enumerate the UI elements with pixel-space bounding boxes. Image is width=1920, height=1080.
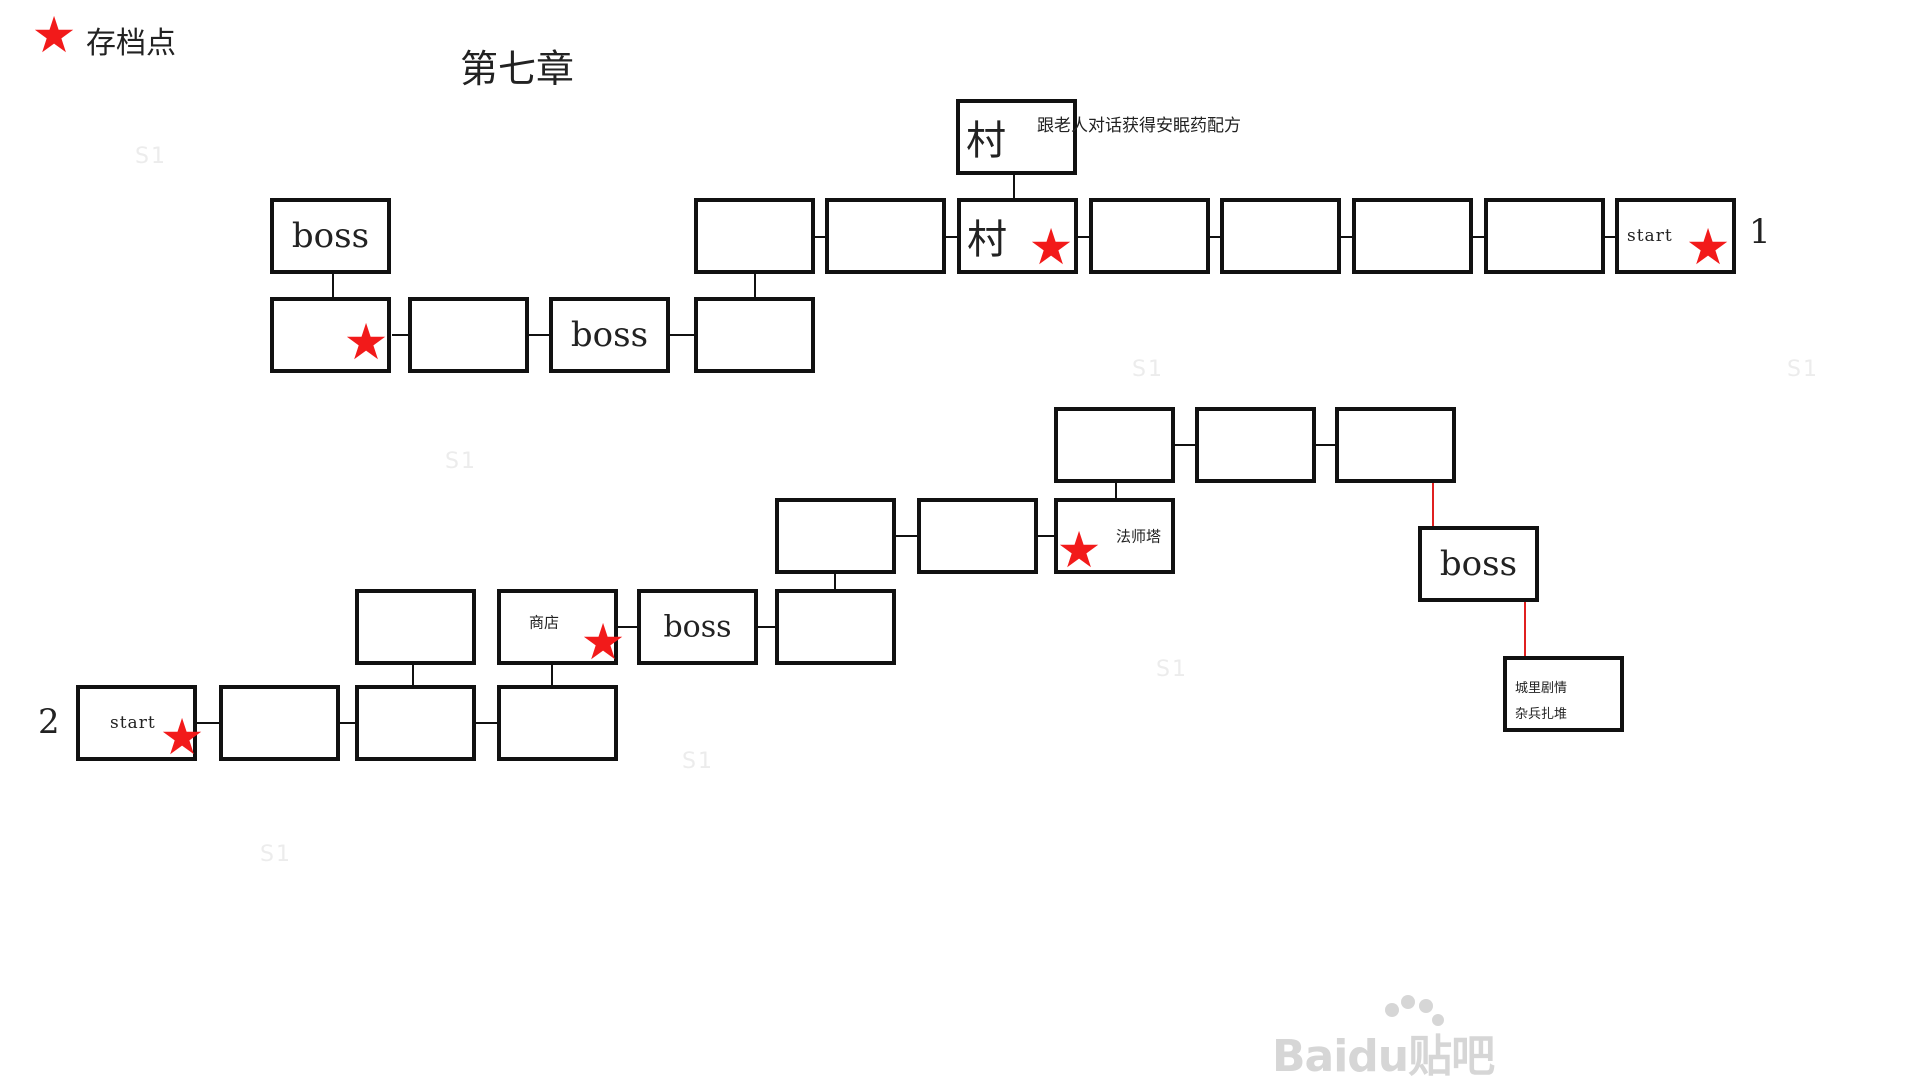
node-label: boss <box>291 216 370 256</box>
castle-note-line2: 杂兵扎堆 <box>1515 707 1568 722</box>
map-node[interactable] <box>219 685 340 761</box>
watermark: S1 <box>1787 357 1819 382</box>
watermark: S1 <box>1132 357 1164 382</box>
watermark: S1 <box>445 449 477 474</box>
map-node[interactable] <box>1220 198 1341 274</box>
map-node-shop[interactable]: 商店 <box>497 589 618 665</box>
watermark: S1 <box>260 842 292 867</box>
map-node-castle[interactable]: 城里剧情 杂兵扎堆 <box>1503 656 1624 732</box>
map-node[interactable] <box>355 685 476 761</box>
watermark: S1 <box>682 749 714 774</box>
save-point-star-icon: ★ <box>159 708 205 766</box>
map-node-start-2[interactable]: start <box>76 685 197 761</box>
baidu-tieba-logo: Baidu贴吧 <box>1272 990 1552 1080</box>
node-label: start <box>110 713 156 733</box>
map-node[interactable] <box>1335 407 1456 483</box>
village-note: 跟老人对话获得安眠药配方 <box>1037 116 1241 136</box>
map-node[interactable] <box>1195 407 1316 483</box>
watermark: S1 <box>1156 657 1188 682</box>
legend-label: 存档点 <box>86 26 176 61</box>
map-node-boss-top-left[interactable]: boss <box>270 198 391 274</box>
map-node[interactable] <box>1054 407 1175 483</box>
map-node[interactable] <box>694 198 815 274</box>
map-node[interactable] <box>775 589 896 665</box>
map-node[interactable] <box>1352 198 1473 274</box>
node-label: boss <box>663 609 732 645</box>
map-node-boss-r2[interactable]: boss <box>637 589 758 665</box>
map-node[interactable] <box>825 198 946 274</box>
node-label: 村 <box>966 118 1006 164</box>
map-node-savepoint[interactable] <box>270 297 391 373</box>
map-node-mage-tower[interactable]: 法师塔 <box>1054 498 1175 574</box>
node-label: 商店 <box>529 613 560 632</box>
map-node-start-1[interactable]: start <box>1615 198 1736 274</box>
save-point-star-icon: ★ <box>1028 218 1074 276</box>
node-note: 城里剧情 杂兵扎堆 <box>1515 676 1567 728</box>
castle-note-line1: 城里剧情 <box>1515 681 1568 696</box>
map-node-village-top[interactable]: 村 <box>956 99 1077 175</box>
map-node[interactable] <box>917 498 1038 574</box>
save-point-star-icon: ★ <box>1685 218 1731 276</box>
save-point-star-icon: ★ <box>580 613 626 671</box>
route-number-2: 2 <box>38 702 60 742</box>
watermark: S1 <box>135 144 167 169</box>
node-label: 村 <box>967 217 1007 263</box>
map-node[interactable] <box>694 297 815 373</box>
map-node[interactable] <box>497 685 618 761</box>
map-node[interactable] <box>775 498 896 574</box>
node-label: boss <box>1439 544 1518 584</box>
map-node-boss-mid[interactable]: boss <box>549 297 670 373</box>
map-node[interactable] <box>408 297 529 373</box>
save-point-star-icon: ★ <box>1056 521 1102 579</box>
legend-star-icon: ★ <box>31 6 77 64</box>
node-label: boss <box>570 315 649 355</box>
map-node-boss-right[interactable]: boss <box>1418 526 1539 602</box>
baidu-logo-text: Baidu贴吧 <box>1272 1031 1495 1080</box>
route-number-1: 1 <box>1749 212 1771 252</box>
node-label: start <box>1627 226 1673 246</box>
map-node[interactable] <box>1089 198 1210 274</box>
map-node[interactable] <box>355 589 476 665</box>
map-node-village-savepoint[interactable]: 村 <box>957 198 1078 274</box>
save-point-star-icon: ★ <box>343 313 389 371</box>
chapter-title: 第七章 <box>460 47 575 91</box>
map-node[interactable] <box>1484 198 1605 274</box>
paw-icon <box>1385 995 1444 1026</box>
node-label: 法师塔 <box>1116 527 1162 546</box>
